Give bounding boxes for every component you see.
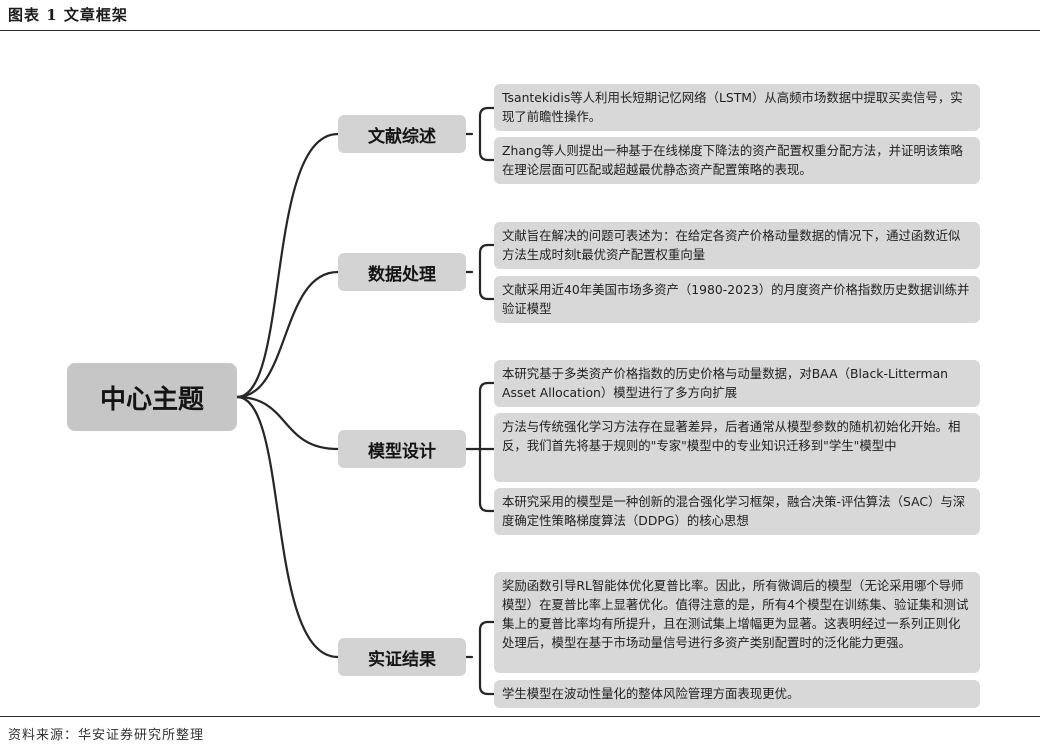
connector-center-to-branch-3: [235, 395, 340, 451]
connector-branch-1-leaves: [464, 106, 496, 162]
leaf-model-design-1: 本研究基于多类资产价格指数的历史价格与动量数据，对BAA（Black-Litte…: [494, 360, 980, 407]
connector-branch-2-leaves: [464, 243, 496, 301]
leaf-literature-review-2: Zhang等人则提出一种基于在线梯度下降法的资产配置权重分配方法，并证明该策略在…: [494, 137, 980, 184]
figure-title: 图表 1 文章框架: [8, 6, 128, 24]
central-topic: 中心主题: [67, 363, 237, 431]
leaf-model-design-2: 方法与传统强化学习方法存在显著差异，后者通常从模型参数的随机初始化开始。相反，我…: [494, 413, 980, 482]
branch-literature-review: 文献综述: [338, 115, 466, 153]
branch-model-design: 模型设计: [338, 430, 466, 468]
connector-branch-3-leaves: [464, 381, 496, 513]
leaf-model-design-3: 本研究采用的模型是一种创新的混合强化学习框架，融合决策-评估算法（SAC）与深度…: [494, 488, 980, 535]
branch-empirical-results: 实证结果: [338, 638, 466, 676]
leaf-data-processing-2: 文献采用近40年美国市场多资产（1980-2023）的月度资产价格指数历史数据训…: [494, 276, 980, 323]
connector-center-to-branch-4: [235, 395, 340, 659]
branch-data-processing: 数据处理: [338, 253, 466, 291]
connector-branch-4-leaves: [464, 620, 496, 696]
leaf-empirical-results-2: 学生模型在波动性量化的整体风险管理方面表现更优。: [494, 680, 980, 708]
top-rule: [0, 30, 1040, 31]
leaf-literature-review-1: Tsantekidis等人利用长短期记忆网络（LSTM）从高频市场数据中提取买卖…: [494, 84, 980, 131]
source-note: 资料来源：华安证券研究所整理: [8, 728, 205, 743]
connector-center-to-branch-2: [235, 270, 340, 399]
connector-center-to-branch-1: [235, 132, 340, 399]
leaf-empirical-results-1: 奖励函数引导RL智能体优化夏普比率。因此，所有微调后的模型（无论采用哪个导师模型…: [494, 572, 980, 673]
leaf-data-processing-1: 文献旨在解决的问题可表述为：在给定各资产价格动量数据的情况下，通过函数近似方法生…: [494, 222, 980, 269]
bottom-rule: [0, 716, 1040, 717]
